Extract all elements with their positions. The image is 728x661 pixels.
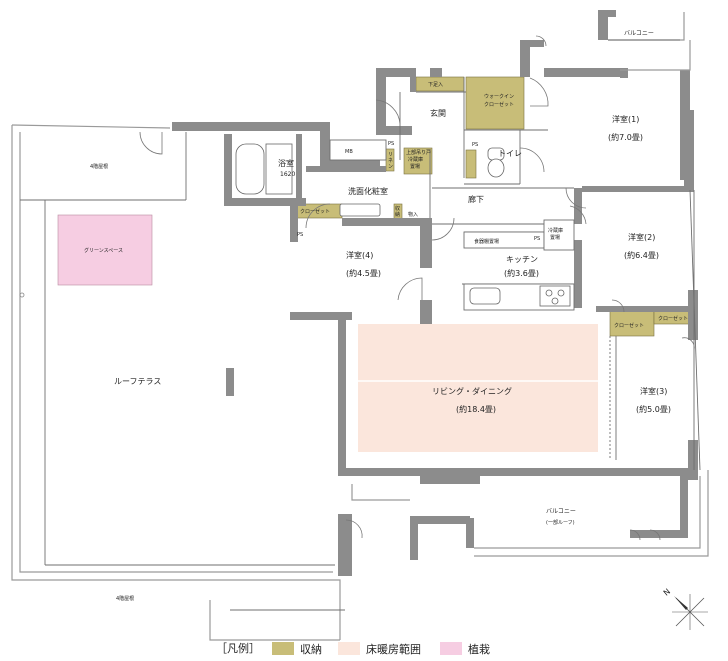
western2-label: 洋室(2) — [628, 232, 655, 242]
closet2-label: クローゼット — [614, 322, 644, 329]
compass: N — [662, 587, 708, 630]
ps2-label: PS — [472, 142, 478, 148]
legend-floor-heating-swatch — [338, 642, 360, 655]
fridge-laundry-label: 上部吊り戸冷蔵庫置場 — [406, 149, 431, 170]
legend-planting-label: 植栽 — [468, 642, 490, 656]
western4-size: (約4.5畳) — [346, 268, 381, 278]
toilet-label: トイレ — [498, 149, 522, 158]
kitchen-size: (約3.6畳) — [504, 268, 539, 278]
compass-north-arrow-icon — [674, 596, 688, 610]
walk-in-closet-label: ウォークインクローゼット — [484, 93, 514, 108]
closet-label: クローゼット — [300, 208, 330, 215]
compass-label: N — [662, 587, 672, 598]
floor4-roof-bottom-label: 4階屋根 — [116, 595, 134, 602]
shoe-storage-label: 下足入 — [428, 82, 443, 88]
interior-lines — [235, 12, 709, 557]
western3-size: (約5.0畳) — [636, 404, 671, 414]
western1-size: (約7.0畳) — [608, 132, 643, 142]
terrace-pillar — [226, 368, 234, 396]
legend-storage-label: 収納 — [300, 643, 322, 656]
balcony-bottom-label: バルコニー — [546, 508, 576, 515]
storage-areas — [295, 76, 695, 337]
bathroom-size: 1620 — [280, 171, 295, 178]
legend-floor-heating-label: 床暖房範囲 — [366, 642, 421, 656]
legend-storage-swatch — [272, 642, 294, 655]
cupboard-label: 食器棚置場 — [474, 238, 499, 245]
green-space-area — [57, 214, 153, 286]
legend: ［凡例］ 収納 床暖房範囲 植栽 — [216, 641, 490, 656]
roof-terrace-label: ルーフテラス — [114, 377, 161, 386]
balcony-bottom-sub: (一部ルーフ) — [546, 519, 575, 526]
ps-label: PS — [388, 141, 394, 147]
ps4-label: PS — [534, 236, 540, 242]
storage-in-label: 物入 — [408, 211, 418, 218]
storage-small-label: 収納 — [395, 205, 400, 218]
mb-label: MB — [345, 149, 353, 155]
doors — [139, 35, 695, 541]
living-label: リビング・ダイニング — [432, 386, 512, 396]
roof-terrace-outline — [11, 124, 345, 641]
floor-heating-area — [358, 324, 598, 452]
kitchen-label: キッチン — [506, 255, 538, 264]
closet3-label: クローゼット — [658, 315, 688, 322]
western2-size: (約6.4畳) — [624, 250, 659, 260]
corridor-label: 廊下 — [468, 194, 484, 204]
walls — [172, 10, 698, 576]
western1-label: 洋室(1) — [612, 114, 639, 124]
living-size: (約18.4畳) — [456, 404, 496, 414]
fridge-space-label: 冷蔵庫置場 — [548, 227, 563, 241]
room-labels: バルコニー 下足入 ウォークインクローゼット 玄関 洋室(1) (約7.0畳) … — [84, 30, 688, 602]
entrance-label: 玄関 — [430, 108, 446, 118]
ps3-label: PS — [297, 232, 303, 238]
washroom-label: 洗面化粧室 — [348, 186, 388, 196]
floor4-roof-top-label: 4階屋根 — [90, 163, 108, 170]
linen-label: リネン — [388, 152, 393, 170]
legend-planting-swatch — [440, 642, 462, 655]
western4-label: 洋室(4) — [346, 250, 373, 260]
green-space-label: グリーンスペース — [84, 247, 123, 254]
bathroom-label: 浴室 — [278, 158, 294, 168]
western3-label: 洋室(3) — [640, 386, 667, 396]
legend-title: ［凡例］ — [216, 641, 260, 655]
balcony-top-label: バルコニー — [624, 30, 654, 37]
